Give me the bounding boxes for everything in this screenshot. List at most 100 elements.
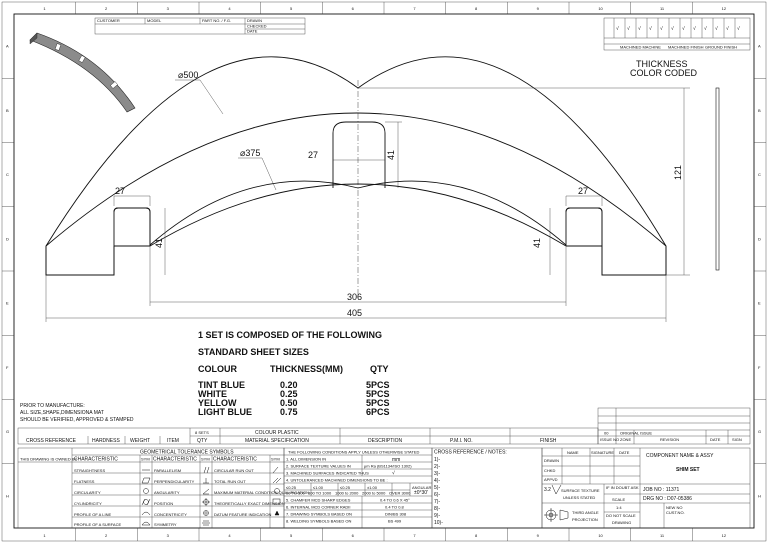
tol-val-3: 1000 to 2000 <box>335 491 359 496</box>
cross-ref-title: CROSS REFERENCE / NOTES: <box>434 450 507 456</box>
title-block: NAME SIGNATURE DATE DRAWN CHKD APPVD COM… <box>541 447 751 529</box>
gt-char-parallelism: PARALLELISM <box>154 468 181 473</box>
gt-char-concentricity: CONCENTRICITY <box>154 512 187 517</box>
cross-ref-item: 1)- <box>434 457 440 463</box>
shim-preview <box>29 32 136 113</box>
if-in-doubt: IF IN DOUBT ASK <box>606 485 639 490</box>
thickness-row-1: 0.20 <box>280 380 298 390</box>
zone-row-right-label: A <box>758 44 761 49</box>
revision-block: 00 ORIGINAL ISSUE ISSUE NO ZONE REVISION… <box>597 407 751 445</box>
cond-row-6: 6. INTERNAL MCD CORNER RADII <box>286 505 351 510</box>
zone-col-top-label: 9 <box>537 6 540 11</box>
cross-ref-item: 10)- <box>434 520 443 526</box>
colour-header: COLOUR <box>198 364 237 374</box>
zone-col-bottom-label: 1 <box>43 533 46 538</box>
left-slot-depth-dim: 41 <box>154 238 164 248</box>
component-label: COMPONENT NAME & ASSY <box>646 453 714 459</box>
cond-row-2: 2. SURFACE TEXTURE VALUES IN <box>286 464 351 469</box>
gt-char-perpendicularity: PERPENDICULARITY <box>154 479 195 484</box>
texture-grade-mark: √ <box>682 25 685 32</box>
zone-col-top-label: 2 <box>105 6 108 11</box>
gt-char-profile-line: PROFILE OF A LINE <box>74 512 111 517</box>
tol-head-2: ≤1.00 <box>313 485 324 490</box>
top-header: CUSTOMER MODEL PART NO. / F.G. DRAWN CHE… <box>94 17 306 35</box>
cross-ref-item: 9)- <box>434 513 440 519</box>
conditions-table: THE FOLLOWING CONDITIONS APPLY UNLESS OT… <box>283 447 433 529</box>
prior-note: PRIOR TO MANUFACTURE: ALL SIZE,SHAPE,DIM… <box>20 403 134 423</box>
bom-hdr-item: ITEM <box>167 438 179 444</box>
checked-label: CHECKED <box>247 24 267 29</box>
gt-symbols-table: GEOMETRICAL TOLERANCE SYMBOLS THIS DRAWI… <box>17 447 309 529</box>
inner-radius-dim: ⌀375 <box>240 148 260 158</box>
thickness-row-2: 0.25 <box>280 389 298 399</box>
tol-val-5: OVER 3000 <box>389 491 411 496</box>
right-slot-depth-dim: 41 <box>532 238 542 248</box>
cond-row-4: 4. UNTOLERANCED MACHINED DIMENSIONS TO B… <box>286 478 388 483</box>
tol-head-4: ±1.00 <box>367 485 378 490</box>
bom-material: COLOUR PLASTIC <box>255 430 299 436</box>
third-angle: THIRD ANGLE <box>572 510 599 515</box>
qty-row-1: 5PCS <box>366 380 390 390</box>
cross-ref-item: 6)- <box>434 492 440 498</box>
zone-col-bottom-label: 2 <box>105 533 108 538</box>
cond-chamfer: 0.4 TO 0.6 X 45° <box>380 498 410 503</box>
rev-hdr-zone: ZONE <box>620 437 631 442</box>
gt-char-circularity: CIRCULARITY <box>74 490 101 495</box>
surface-texture-value: 3.2 <box>544 487 551 493</box>
zone-col-bottom-label: 5 <box>290 533 293 538</box>
zone-col-bottom-label: 6 <box>352 533 355 538</box>
cond-welding-std: BS 499 <box>388 519 402 524</box>
texture-grade-mark: √ <box>737 25 740 32</box>
gt-char-profile-surface: PROFILE OF A SURFACE <box>74 522 121 527</box>
zone-row-right-label: G <box>758 429 761 434</box>
left-slot-width-dim: 27 <box>115 186 125 196</box>
tb-sign-hdr: SIGNATURE <box>591 450 614 455</box>
cross-ref-item: 3)- <box>434 471 440 477</box>
job-no: JOB NO : 11371 <box>643 487 680 493</box>
drawing-word: DRAWING <box>612 520 631 525</box>
tb-date-hdr: DATE <box>619 450 630 455</box>
zone-col-bottom-label: 12 <box>722 533 727 538</box>
gt-char-angularity: ANGULARITY <box>154 490 180 495</box>
cond-row-1: 1. ALL DIMENSION IN <box>286 457 326 462</box>
zone-col-bottom-label: 11 <box>660 533 665 538</box>
tol-val-2: 300 TO 1000 <box>308 491 332 496</box>
cond-row-5: 5. CHAMFER MCD SHARP EDGES <box>286 498 351 503</box>
gt-char-flatness: FLATNESS <box>74 479 95 484</box>
drawn-label: DRAWN <box>247 18 262 23</box>
projection-icon <box>544 508 569 522</box>
height-dim: 121 <box>673 165 683 180</box>
prior-note-1: PRIOR TO MANUFACTURE: <box>20 403 85 409</box>
zone-row-left-label: G <box>6 429 9 434</box>
set-notes: 1 SET IS COMPOSED OF THE FOLLOWING STAND… <box>198 330 390 417</box>
colour-row-4: LIGHT BLUE <box>198 407 252 417</box>
thickness-row-4: 0.75 <box>280 407 298 417</box>
gt-char-mmc: MAXIMUM MATERIAL CONDITION QUALIFICATION <box>214 490 309 495</box>
cond-drawing-std: DIN/BS 308 <box>385 512 407 517</box>
zone-col-top-label: 10 <box>598 6 603 11</box>
texture-grade-mark: √ <box>704 25 707 32</box>
zone-col-bottom-label: 8 <box>475 533 478 538</box>
qty-row-2: 5PCS <box>366 389 390 399</box>
zone-row-right-label: C <box>758 172 761 177</box>
cross-ref-item: 8)- <box>434 506 440 512</box>
bom-hdr-pmi: P.M.I. NO. <box>450 438 473 444</box>
date-label: DATE <box>247 29 258 34</box>
do-not-scale: DO NOT SCALE <box>606 513 636 518</box>
zone-col-top-label: 1 <box>43 6 46 11</box>
tol-head-5: ANGULAR <box>412 485 431 490</box>
texture-grade-mark: √ <box>726 25 729 32</box>
cross-ref-item: 4)- <box>434 478 440 484</box>
gt-char-straightness: STRAIGHTNESS <box>74 468 105 473</box>
color-coded-label: COLOR CODED <box>630 68 698 78</box>
cust-no: CUST.NO. <box>666 510 685 515</box>
zone-row-left-label: B <box>6 108 9 113</box>
gt-title: GEOMETRICAL TOLERANCE SYMBOLS <box>140 450 234 456</box>
outer-span-dim: 405 <box>347 308 362 318</box>
colour-row-1: TINT BLUE <box>198 380 245 390</box>
prior-note-2: ALL SIZE,SHAPE,DIMENSIONA MAT <box>20 410 104 416</box>
zone-col-top-label: 12 <box>722 6 727 11</box>
